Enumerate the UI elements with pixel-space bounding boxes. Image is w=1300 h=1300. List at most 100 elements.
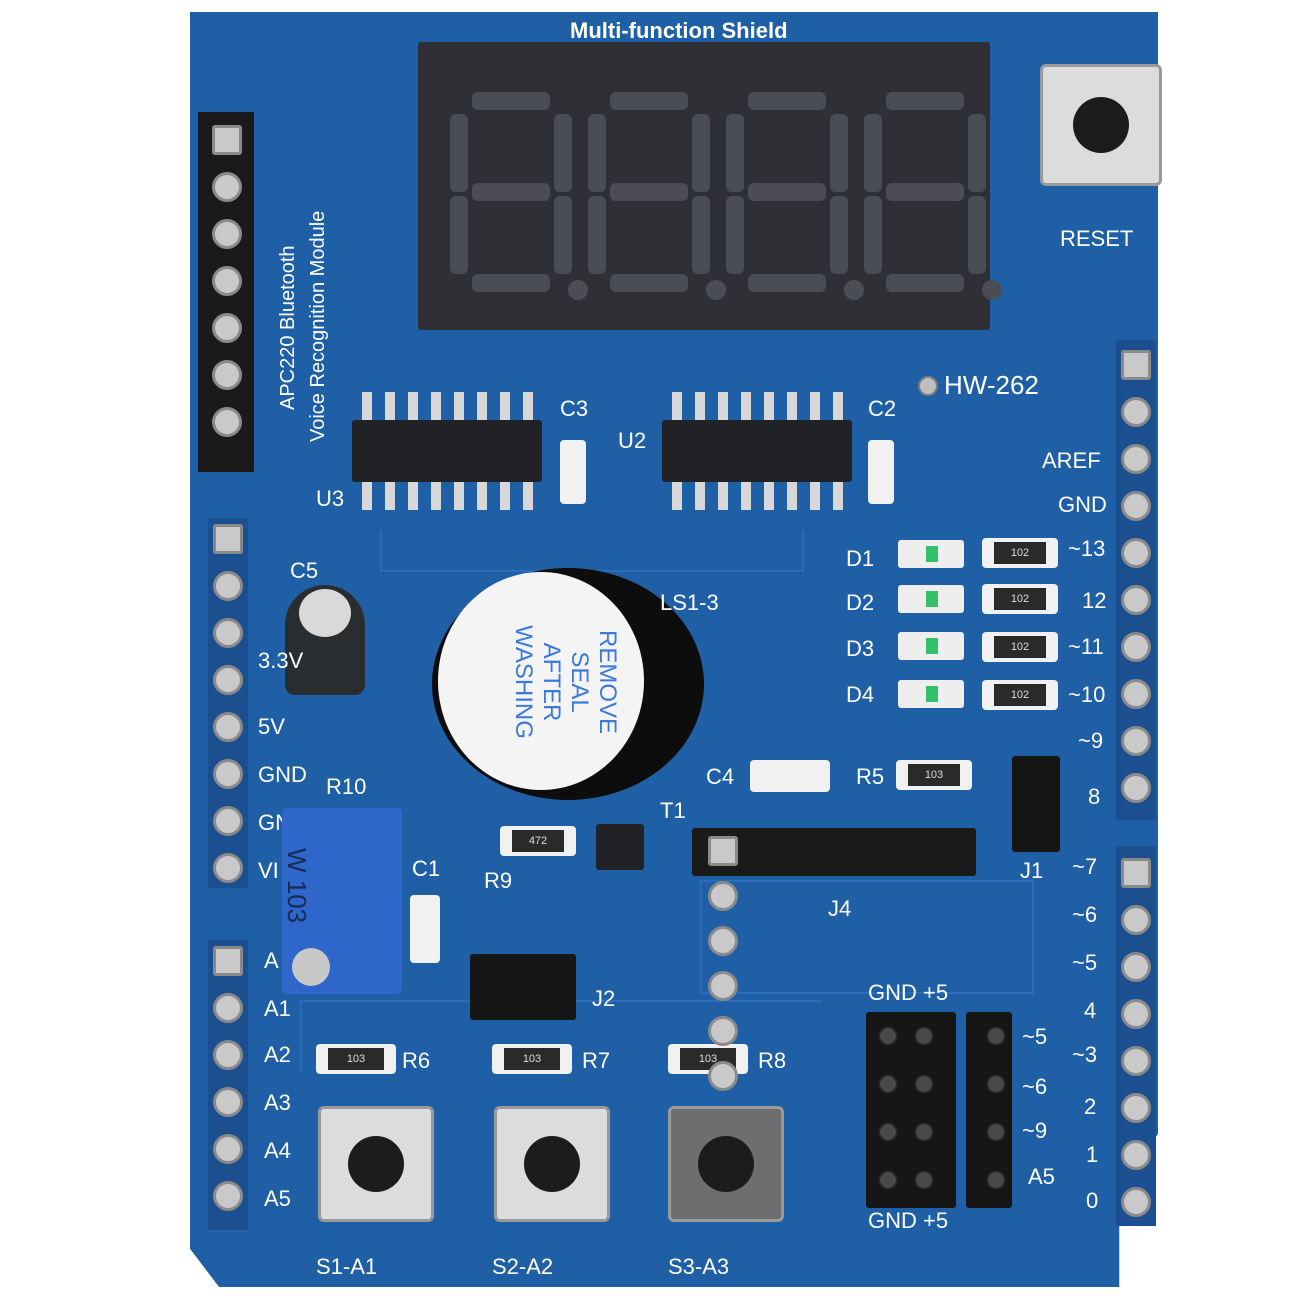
ic-pin — [787, 482, 797, 510]
reset-label: RESET — [1060, 226, 1134, 251]
display-segment — [886, 183, 964, 201]
servo-top-label: GND +5 — [868, 980, 949, 1005]
j1-label: J1 — [1020, 858, 1044, 883]
resistor-led4: 102 — [982, 680, 1058, 710]
header-hole — [1121, 444, 1151, 474]
jumper-j1[interactable] — [1012, 756, 1060, 852]
resistor-led3: 102 — [982, 632, 1058, 662]
pin-3: ~3 — [1072, 1042, 1098, 1067]
r10-label: R10 — [326, 774, 367, 799]
pin-3v3: 3.3V — [258, 648, 304, 673]
display-segment — [886, 92, 964, 110]
pin-a2: A2 — [264, 1042, 291, 1067]
servo-pin — [878, 1074, 898, 1094]
pot-screw[interactable] — [292, 948, 330, 986]
push-button-s3[interactable] — [668, 1106, 784, 1222]
header-hole — [1121, 1187, 1151, 1217]
header-hole — [708, 1061, 738, 1091]
reset-button[interactable] — [1040, 64, 1162, 186]
display-segment — [864, 196, 882, 274]
ic-pin — [431, 482, 441, 510]
led-d1-label: D1 — [846, 546, 875, 571]
pin-5v: 5V — [258, 714, 285, 739]
ic-pin — [408, 482, 418, 510]
pin-a0: A — [264, 948, 279, 973]
ic-pin — [408, 392, 418, 420]
ic-pin — [385, 392, 395, 420]
led-d4-label: D4 — [846, 682, 875, 707]
s2-label: S2-A2 — [492, 1254, 554, 1279]
servo-pin — [914, 1074, 934, 1094]
resistor-r6: 103 — [316, 1044, 396, 1074]
ic-pin — [500, 392, 510, 420]
module-label-line2: Voice Recognition Module — [307, 210, 329, 442]
pot-value: W 103 — [282, 848, 312, 924]
potentiometer[interactable]: W 103 — [282, 808, 402, 994]
u3-label: U3 — [316, 486, 345, 511]
header-hole — [213, 1181, 243, 1211]
led-d2 — [898, 585, 964, 613]
module-header-socket — [212, 125, 242, 155]
header-hole — [1121, 350, 1151, 380]
header-hole — [1121, 585, 1151, 615]
module-header-socket — [212, 313, 242, 343]
header-hole — [213, 946, 243, 976]
display-segment — [610, 274, 688, 292]
display-segment — [554, 114, 572, 192]
jumper-j2[interactable] — [470, 954, 576, 1020]
pin-5: ~5 — [1072, 950, 1098, 975]
push-button-s2[interactable] — [494, 1106, 610, 1222]
board-title: Multi-function Shield — [570, 18, 788, 43]
header-hole — [1121, 726, 1151, 756]
ic-pin — [787, 392, 797, 420]
display-decimal-point — [568, 280, 588, 300]
resistor-r9: 472 — [500, 826, 576, 856]
pin-6: ~6 — [1072, 902, 1098, 927]
header-hole — [213, 571, 243, 601]
header-hole — [708, 881, 738, 911]
pin-a3: A3 — [264, 1090, 291, 1115]
display-segment — [450, 114, 468, 192]
buzzer-sticker: REMOVE SEAL AFTER WASHING — [438, 572, 644, 790]
resistor-led1: 102 — [982, 538, 1058, 568]
display-decimal-point — [844, 280, 864, 300]
r7-label: R7 — [582, 1048, 611, 1073]
ic-pin — [523, 392, 533, 420]
header-hole — [708, 971, 738, 1001]
display-segment — [472, 183, 550, 201]
header-j4 — [692, 828, 976, 876]
push-button-s1[interactable] — [318, 1106, 434, 1222]
display-digit-3 — [726, 92, 864, 300]
capacitor-c5 — [285, 585, 365, 695]
header-hole — [1121, 538, 1151, 568]
display-segment — [588, 196, 606, 274]
module-header-socket — [212, 172, 242, 202]
header-hole — [213, 524, 243, 554]
ic-u3 — [352, 420, 542, 482]
header-hole — [213, 759, 243, 789]
servo-pin — [986, 1122, 1006, 1142]
capacitor-c3 — [560, 440, 586, 504]
ic-pin — [477, 482, 487, 510]
display-segment — [472, 274, 550, 292]
header-hole — [213, 1087, 243, 1117]
pin-gnd-top: GND — [1058, 492, 1107, 517]
resistor-led2: 102 — [982, 584, 1058, 614]
display-segment — [692, 114, 710, 192]
led-d3-label: D3 — [846, 636, 875, 661]
ic-pin — [833, 392, 843, 420]
display-segment — [726, 196, 744, 274]
ic-pin — [454, 482, 464, 510]
pin-a5: A5 — [264, 1186, 291, 1211]
module-header-socket — [212, 266, 242, 296]
j2-label: J2 — [592, 986, 616, 1011]
sticker-line-4: WASHING — [510, 625, 537, 739]
header-hole — [1121, 1140, 1151, 1170]
servo-pin-a5: A5 — [1028, 1164, 1055, 1189]
trace — [700, 880, 1034, 994]
servo-pin — [914, 1170, 934, 1190]
pin-10: ~10 — [1068, 682, 1106, 707]
display-segment — [588, 114, 606, 192]
display-segment — [692, 196, 710, 274]
ic-pin — [695, 482, 705, 510]
